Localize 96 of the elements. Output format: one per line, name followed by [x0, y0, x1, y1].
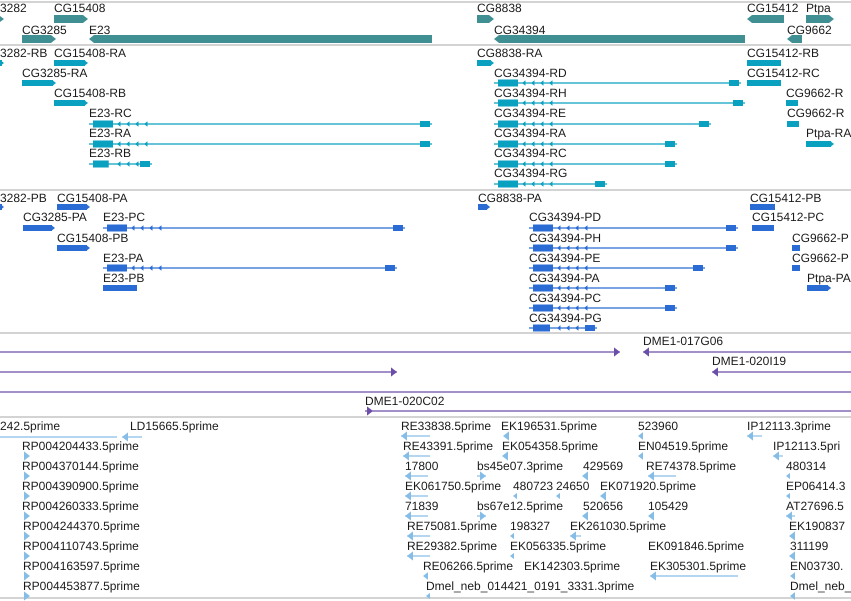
read-label: EK142303.5prime	[524, 560, 620, 572]
gene-label: CG8838	[477, 2, 522, 14]
transcript-label: 3282-PB	[0, 192, 47, 204]
transcript-label: E23-PB	[103, 272, 144, 284]
transcript-label: CG34394-PD	[529, 211, 602, 223]
transcript-label: CG15408-PB	[57, 232, 128, 244]
transcript-label: CG34394-RG	[494, 167, 568, 179]
gene-label: CG34394	[494, 24, 546, 36]
transcript-label: CG9662-P	[792, 252, 849, 264]
transcript-label: CG8838-RA	[477, 47, 542, 59]
transcript-label: CG9662-R	[787, 107, 844, 119]
transcript-label: CG9662-R	[786, 87, 844, 99]
transcript-label: CG34394-RA	[494, 127, 566, 139]
read-label: RP004244370.5prime	[23, 520, 140, 532]
transcript-label: CG15412-RB	[747, 47, 820, 59]
transcript-label: CG34394-PA	[529, 272, 600, 284]
read-label: RE33838.5prime	[401, 420, 492, 432]
read-label: 24650	[556, 480, 590, 492]
read-label: RP004110743.5prime	[23, 540, 139, 552]
gene-label: CG9662	[787, 24, 832, 36]
read-label: EN04519.5prime	[638, 440, 728, 452]
read-label: 523960	[638, 420, 678, 432]
transcript-label: 3282-RB	[0, 47, 48, 59]
read-label: EK091846.5prime	[648, 540, 744, 552]
read-label: 480723	[513, 480, 554, 492]
read-label: RP004163597.5prime	[23, 560, 140, 572]
transcript-label: CG15412-RC	[747, 67, 820, 79]
transcript-label: Ptpa-PA	[807, 272, 851, 284]
read-label: 198327	[510, 520, 550, 532]
read-label: 17800	[405, 460, 438, 472]
read-label: AT27696.5	[786, 500, 844, 512]
clone-label: DME1-020C02	[365, 395, 444, 407]
read-label: IP12113.5pri	[773, 440, 840, 452]
read-label: EK190837	[789, 520, 846, 532]
read-label: 71839	[405, 500, 438, 512]
read-label: 520656	[583, 500, 624, 512]
transcript-label: CG15412-PC	[752, 211, 824, 223]
clone-label: DME1-020I19	[712, 355, 786, 367]
transcript-label: CG15408-PA	[57, 192, 128, 204]
transcript-label: CG15412-PB	[750, 192, 822, 204]
gene-label: Ptpa	[806, 2, 831, 14]
read-label: bs45e07.3prime	[477, 460, 564, 472]
read-label: RE29382.5prime	[407, 540, 498, 552]
transcript-label: CG9662-P	[792, 232, 849, 244]
transcript-label: CG15408-RB	[54, 87, 126, 99]
gene-label: 3282	[0, 2, 27, 14]
transcript-label: CG34394-RC	[494, 147, 567, 159]
transcript-label: CG34394-RH	[494, 87, 567, 99]
transcript-label: CG34394-PH	[529, 232, 602, 244]
read-label: EK196531.5prime	[501, 420, 598, 432]
read-label: IP12113.3prime	[747, 420, 831, 432]
read-label: LD15665.5prime	[130, 420, 219, 432]
gene-label: CG15408	[54, 2, 106, 14]
read-label: 480314	[786, 460, 826, 472]
read-label: RP004390900.5prime	[22, 480, 139, 492]
read-label: EK071920.5prime	[600, 480, 696, 492]
read-label: EK261030.5prime	[570, 520, 666, 532]
transcript-label: CG15408-RA	[54, 47, 126, 59]
read-label: 311199	[790, 540, 828, 552]
transcript-label: CG34394-RD	[494, 67, 567, 79]
read-label: RE43391.5prime	[403, 440, 494, 452]
read-label: RP004204433.5prime	[22, 440, 139, 452]
read-label: RP004260333.5prime	[22, 500, 139, 512]
read-label: 105429	[648, 500, 688, 512]
read-label: Dmel_neb_014421_0191_3331.3prime	[426, 580, 634, 592]
read-label: RE75081.5prime	[407, 520, 498, 532]
transcript-label: E23-RB	[89, 147, 132, 159]
read-label: EP06414.3	[786, 480, 846, 492]
transcript-label: CG34394-RE	[494, 107, 566, 119]
read-label: RE74378.5prime	[646, 460, 736, 472]
read-label: 242.5prime	[0, 420, 60, 432]
transcript-label: CG34394-PE	[529, 252, 600, 264]
read-label: RP004453877.5prime	[23, 580, 140, 592]
gene-label: CG15412	[747, 2, 798, 14]
transcript-label: CG3285-PA	[23, 211, 87, 223]
read-label: RP004370144.5prime	[22, 460, 139, 472]
read-label: EN03730.	[790, 560, 844, 572]
read-label: EK054358.5prime	[502, 440, 598, 452]
transcript-label: CG8838-PA	[478, 192, 542, 204]
transcript-label: E23-RC	[89, 107, 132, 119]
transcript-label: CG34394-PC	[529, 292, 602, 304]
read-label: RE06266.5prime	[423, 560, 514, 572]
gene-label: E23	[89, 24, 110, 36]
transcript-label: CG34394-PG	[529, 312, 602, 324]
read-label: EK061750.5prime	[405, 480, 502, 492]
transcript-label: Ptpa-RA	[806, 127, 851, 139]
transcript-label: E23-RA	[89, 127, 132, 139]
transcript-label: E23-PA	[103, 252, 144, 264]
clone-label: DME1-017G06	[643, 335, 724, 347]
gene-label: CG3285	[22, 24, 67, 36]
read-label: bs67e12.5prime	[477, 500, 564, 512]
read-label: EK056335.5prime	[510, 540, 606, 552]
read-label: 429569	[583, 460, 624, 472]
transcript-label: E23-PC	[103, 211, 146, 223]
read-label: EK305301.5prime	[650, 560, 746, 572]
transcript-label: CG3285-RA	[22, 67, 88, 79]
